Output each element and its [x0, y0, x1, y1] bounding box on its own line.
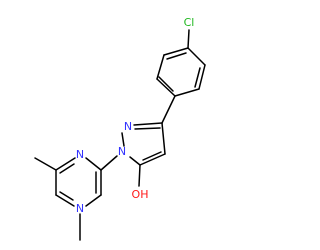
bond — [156, 78, 176, 97]
bond — [121, 132, 125, 147]
bond — [85, 157, 102, 171]
chlorine-atom-label: Cl — [184, 16, 195, 29]
chlorophenyl-ring — [156, 47, 206, 97]
pyrimidine-n-upper-label: N — [76, 148, 84, 161]
bond — [163, 47, 189, 56]
bond — [129, 156, 141, 166]
bond — [55, 194, 75, 207]
chemical-structure: Cl N N N N OH — [34, 16, 206, 241]
bond — [139, 153, 166, 166]
molecule-canvas: Cl N N N N OH — [34, 16, 206, 241]
double-bond-inner — [194, 67, 201, 88]
c-cl-bond — [187, 29, 190, 49]
double-bond-inner — [59, 163, 75, 174]
pyrazole-n1-label: N — [118, 145, 126, 158]
double-bond-inner — [166, 52, 187, 60]
n-pyrimidine-bond — [100, 155, 118, 171]
methyl-bond-upper — [34, 157, 57, 171]
pyrimidine-ring — [55, 157, 102, 207]
double-bond-inner — [59, 191, 74, 201]
bond — [85, 194, 102, 207]
double-bond-inner — [142, 151, 162, 161]
bond — [187, 47, 206, 66]
aryl-pyrazole-bond — [161, 95, 176, 124]
hydroxyl-label: OH — [132, 188, 149, 201]
bond — [174, 88, 200, 97]
bond — [133, 122, 163, 126]
c-oh-bond — [138, 164, 141, 187]
bond — [198, 64, 206, 90]
double-bond-inner — [158, 76, 174, 92]
bond — [55, 157, 76, 171]
pyrimidine-n-lower-label: N — [76, 202, 84, 215]
pyrazole-n2-label: N — [124, 120, 132, 133]
pyrazole-ring — [121, 122, 166, 166]
double-bond-inner — [134, 127, 161, 130]
bond — [161, 122, 166, 155]
bond — [156, 54, 165, 80]
